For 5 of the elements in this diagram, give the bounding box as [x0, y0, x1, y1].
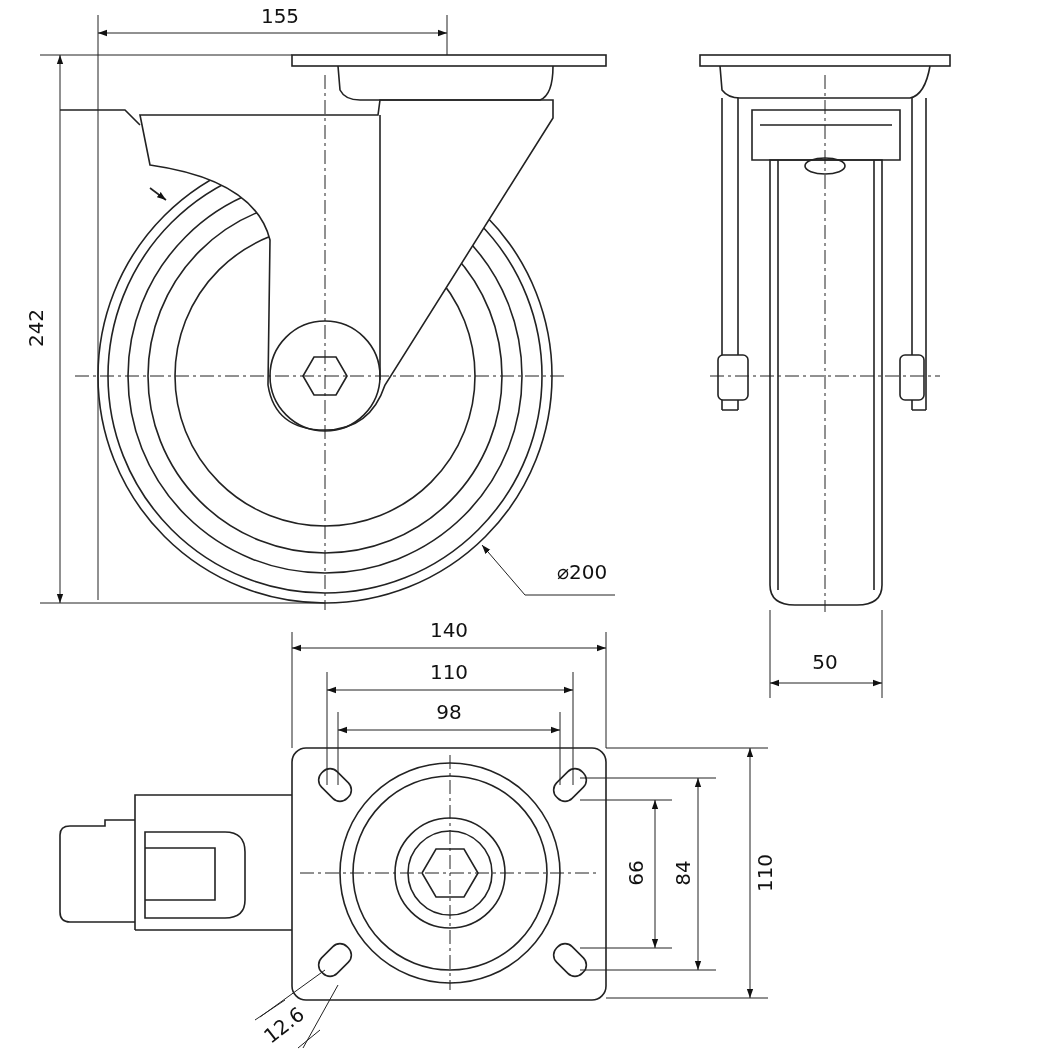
dimension-value: 84 [673, 859, 693, 887]
dimension-value: 66 [626, 859, 646, 887]
dimension-value: ⌀200 [555, 562, 609, 582]
dimension-value: 98 [435, 702, 463, 722]
dimension-value: 50 [811, 652, 839, 672]
